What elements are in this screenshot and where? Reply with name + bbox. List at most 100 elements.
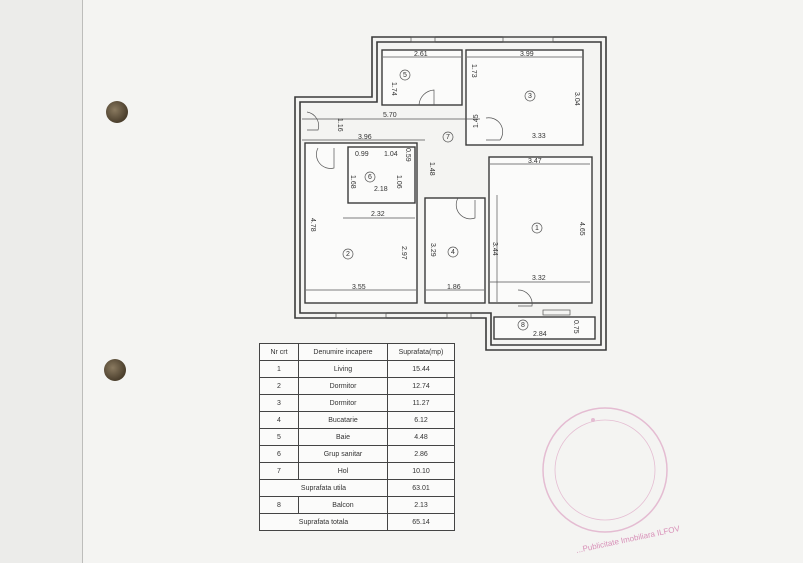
room-number: 5 [403, 72, 407, 79]
dimension-label: 5.70 [383, 112, 397, 119]
door [306, 111, 319, 131]
door [517, 289, 533, 307]
dimension-label: 3.32 [532, 275, 546, 282]
cell: Suprafata utila [259, 479, 388, 497]
room-number: 7 [446, 134, 450, 141]
cell: 11.27 [387, 394, 455, 412]
dimension-label: 3.33 [532, 133, 546, 140]
dimension-label: 2.84 [533, 331, 547, 338]
room-6-grup-sanitar [347, 146, 416, 204]
door [316, 147, 335, 169]
cell: 15.44 [387, 360, 455, 378]
cell: 63.01 [387, 479, 455, 497]
dimension-label: 2.97 [400, 246, 407, 260]
dimension-label: 3.99 [520, 51, 534, 58]
inner-wall [299, 41, 602, 346]
door [418, 89, 435, 106]
column-header: Denumire incapere [298, 343, 388, 361]
cell: 10.10 [387, 462, 455, 480]
cell: Balcon [298, 496, 388, 514]
window [446, 312, 472, 319]
dimension-label: 3.04 [573, 92, 580, 106]
cell: Dormitor [298, 377, 388, 395]
room-number: 1 [535, 225, 539, 232]
column-header: Nr crt [259, 343, 299, 361]
cell: Bucatarie [298, 411, 388, 429]
column-header: Suprafata(mp) [387, 343, 455, 361]
window [502, 36, 554, 43]
cell: Baie [298, 428, 388, 446]
dimension-label: 0.75 [572, 320, 579, 334]
cell: 12.74 [387, 377, 455, 395]
dimension-label: 1.74 [390, 82, 397, 96]
paper-margin [0, 0, 83, 563]
cell: 1 [259, 360, 299, 378]
dimension-label: 0.59 [404, 148, 411, 162]
cell: 4 [259, 411, 299, 429]
room-8-balcon [493, 316, 596, 340]
cell: Hol [298, 462, 388, 480]
cell: 65.14 [387, 513, 455, 531]
cell: Grup sanitar [298, 445, 388, 463]
room-5-baie [381, 49, 463, 106]
room-number: 4 [451, 249, 455, 256]
room-number: 6 [368, 174, 372, 181]
room-number: 2 [346, 251, 350, 258]
room-3-dormitor [465, 49, 584, 146]
table-header-row: Nr crt Denumire incapere Suprafata(mp) [259, 343, 455, 361]
punch-hole [104, 359, 126, 381]
door [485, 117, 504, 141]
cell: 8 [259, 496, 299, 514]
cell: 4.48 [387, 428, 455, 446]
dimension-label: 1.45 [473, 114, 480, 128]
cell: 6.12 [387, 411, 455, 429]
dimension-label: 1.68 [349, 175, 356, 189]
cell: Dormitor [298, 394, 388, 412]
window [542, 309, 571, 316]
cell: 7 [259, 462, 299, 480]
dimension-label: 2.61 [414, 51, 428, 58]
window [335, 312, 387, 319]
cell: Suprafata totala [259, 513, 388, 531]
dimension-label: 1.48 [428, 162, 435, 176]
cell: 6 [259, 445, 299, 463]
room-number: 8 [521, 322, 525, 329]
dimension-label: 1.04 [384, 151, 398, 158]
dimension-label: 1.86 [447, 284, 461, 291]
window [410, 36, 436, 43]
dimension-label: 3.55 [352, 284, 366, 291]
punch-hole [106, 101, 128, 123]
cell: Living [298, 360, 388, 378]
surface-table: Nr crt Denumire incapere Suprafata(mp) 1… [259, 343, 455, 531]
dimension-label: 0.99 [355, 151, 369, 158]
room-number: 3 [528, 93, 532, 100]
dimension-label: 3.29 [429, 243, 436, 257]
dimension-label: 4.78 [309, 218, 316, 232]
dimension-label: 3.96 [358, 134, 372, 141]
cell: 3 [259, 394, 299, 412]
room-number-markers: 1 2 3 4 5 6 7 8 [342, 69, 543, 331]
dimension-label: 1.06 [395, 175, 402, 189]
dimension-labels: 2.61 3.99 1.74 1.73 3.04 5.70 1.16 1.45 … [309, 51, 585, 338]
dimension-label: 1.16 [336, 118, 343, 132]
dimension-label: 2.18 [374, 186, 388, 193]
cell: 2 [259, 377, 299, 395]
outer-wall [294, 36, 607, 351]
dimension-label: 3.47 [528, 158, 542, 165]
room-1-living [488, 156, 593, 304]
cell: 5 [259, 428, 299, 446]
dimension-label: 1.73 [470, 64, 477, 78]
cell: 2.13 [387, 496, 455, 514]
door [455, 197, 476, 220]
